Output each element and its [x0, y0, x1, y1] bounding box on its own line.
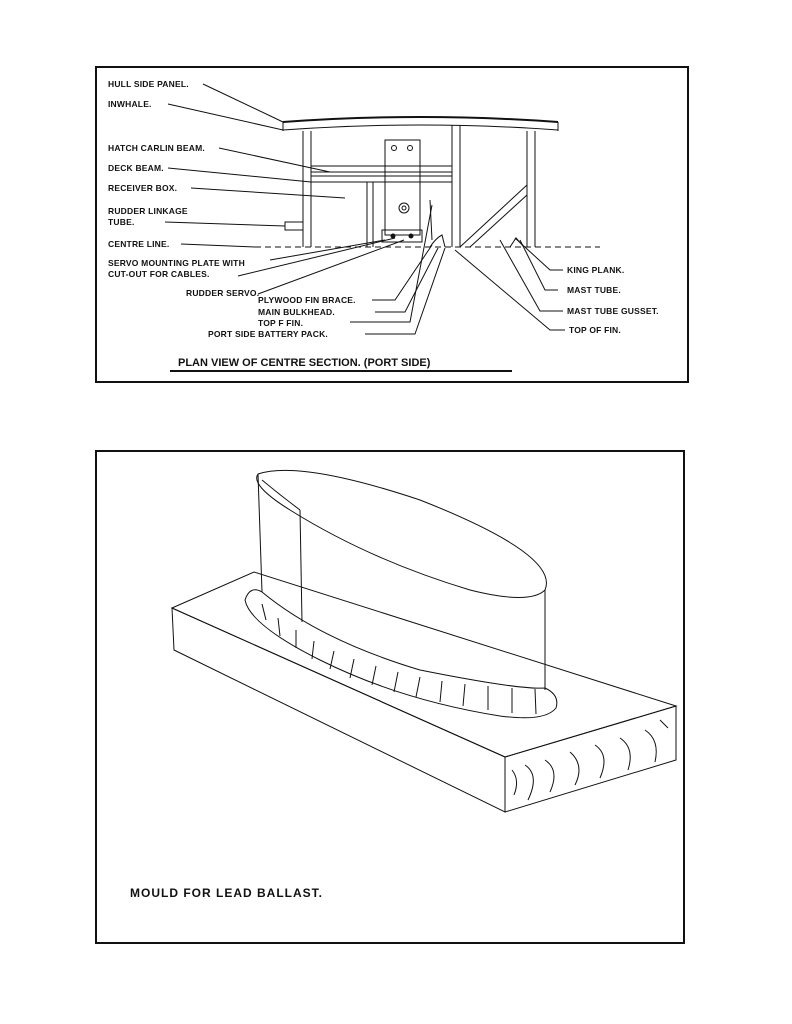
- label-servo-plate-line1: SERVO MOUNTING PLATE WITH: [108, 258, 245, 268]
- label-plywood-fin-brace: PLYWOOD FIN BRACE.: [258, 295, 356, 305]
- mould-block: [170, 571, 678, 813]
- label-mast-tube-gusset: MAST TUBE GUSSET.: [567, 306, 659, 316]
- label-port-side-battery-pack: PORT SIDE BATTERY PACK.: [208, 329, 328, 339]
- mould-panel: [95, 450, 685, 944]
- label-rudder-linkage-line1: RUDDER LINKAGE: [108, 206, 188, 216]
- label-rudder-servo: RUDDER SERVO.: [186, 288, 259, 298]
- label-receiver-box: RECEIVER BOX.: [108, 183, 177, 193]
- plan-view-panel: [95, 66, 689, 383]
- label-top-f-fin: TOP F FIN.: [258, 318, 303, 328]
- plan-view-caption: PLAN VIEW OF CENTRE SECTION. (PORT SIDE): [178, 357, 431, 369]
- fin-pattern: [244, 469, 558, 719]
- label-rudder-linkage-line2: TUBE.: [108, 217, 135, 227]
- label-hatch-carlin-beam: HATCH CARLIN BEAM.: [108, 143, 205, 153]
- label-servo-plate-line2: CUT-OUT FOR CABLES.: [108, 269, 210, 279]
- mould-caption: MOULD FOR LEAD BALLAST.: [130, 886, 323, 900]
- label-mast-tube: MAST TUBE.: [567, 285, 621, 295]
- hull-structure: [282, 116, 559, 248]
- label-hull-side-panel: HULL SIDE PANEL.: [108, 79, 189, 89]
- leader-lines-left: [164, 83, 405, 295]
- leader-lines-right: [350, 204, 565, 335]
- label-main-bulkhead: MAIN BULKHEAD.: [258, 307, 335, 317]
- label-top-of-fin: TOP OF FIN.: [569, 325, 621, 335]
- label-king-plank: KING PLANK.: [567, 265, 624, 275]
- label-centre-line: CENTRE LINE.: [108, 239, 169, 249]
- label-deck-beam: DECK BEAM.: [108, 163, 164, 173]
- label-inwhale: INWHALE.: [108, 99, 152, 109]
